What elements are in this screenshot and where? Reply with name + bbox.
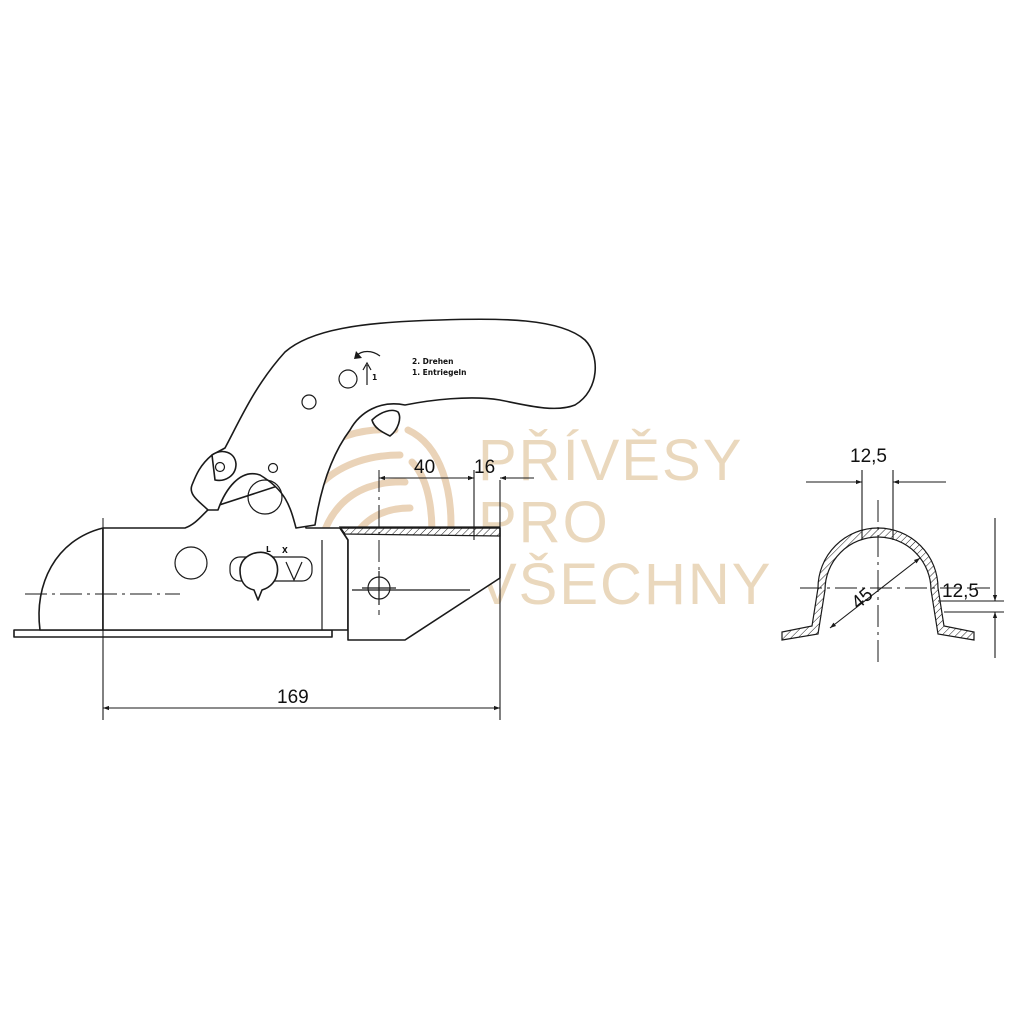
watermark-line-3: VŠECHNY [478,552,772,617]
dim-16-label: 16 [474,457,495,478]
watermark-line-1: PŘÍVĚSY [478,428,743,493]
dim-profile-side-label: 12,5 [942,581,979,602]
dim-line-45 [829,557,921,629]
handle-hook [371,409,401,437]
ball-socket-dome [38,527,104,631]
dim-40-label: 40 [414,457,435,478]
arrow-label: 1 [372,373,377,382]
body-hole-small [267,462,279,474]
unlock-arrow-icon [362,361,372,385]
coupling-side-view: L X 2. Drehen 1. Entriegeln 1 [13,318,596,641]
lock-letter-left: L [266,545,271,554]
release-handle [190,318,596,529]
lock-letter-right: X [282,546,288,555]
dim-profile-top-label: 12,5 [850,446,887,467]
dimensions-side-view: 169 40 16 [102,457,534,720]
body-hole-large [247,479,283,515]
lock-indicator-mark [285,561,303,582]
lock-indicator-knob [239,551,279,601]
handle-text-line-2: 1. Entriegeln [412,368,466,377]
handle-text-line-1: 2. Drehen [412,357,453,366]
handle-knob [338,369,358,389]
drawbar-channel [339,527,501,641]
drawbar-hatch [338,526,501,537]
rotate-arrow-head [354,351,362,359]
side-hole [174,546,208,580]
handle-hole [301,394,317,410]
profile-cross-section: 45 12,5 12,5 [781,446,1004,662]
base-plate [13,629,333,638]
u-profile [781,527,975,641]
pivot-hole [214,461,226,473]
dim-169-label: 169 [277,687,309,708]
